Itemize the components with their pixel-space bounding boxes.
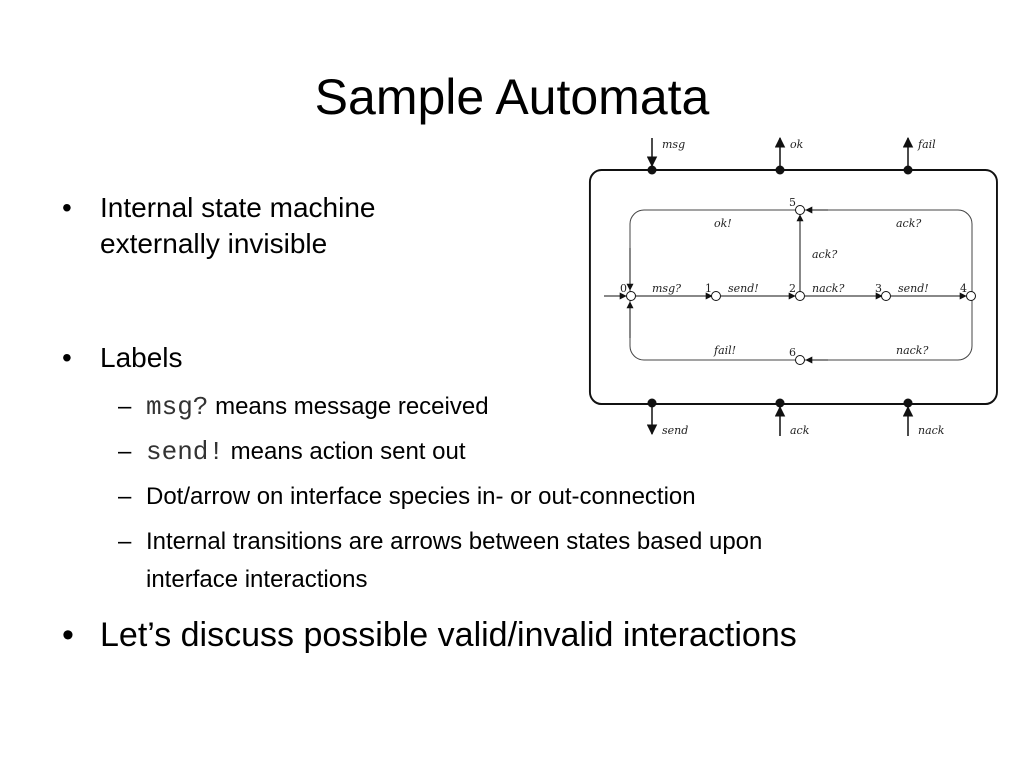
state-5 bbox=[795, 205, 805, 215]
bullet-dot: • bbox=[62, 616, 74, 654]
label-t12: send! bbox=[728, 282, 759, 295]
sub-internal-transitions-line1: Internal transitions are arrows between … bbox=[146, 528, 763, 555]
sub-internal-transitions: Internal transitions are arrows between … bbox=[146, 523, 762, 599]
outer-box bbox=[588, 169, 998, 405]
port-fail: fail bbox=[902, 136, 936, 175]
bullet-labels: Labels bbox=[100, 342, 183, 373]
label-bottom-left: fail! bbox=[713, 344, 736, 357]
port-msg: msg bbox=[646, 138, 685, 175]
label-bottom-right: nack? bbox=[896, 344, 928, 357]
sub-dash: – bbox=[118, 483, 132, 510]
state-1 bbox=[711, 291, 721, 301]
bullet-internal-state: Internal state machine externally invisi… bbox=[100, 190, 376, 262]
sub-dash: – bbox=[118, 393, 132, 420]
bullet-internal-state-line2: externally invisible bbox=[100, 228, 328, 259]
label-t34: send! bbox=[898, 282, 929, 295]
label-t01: msg? bbox=[652, 282, 681, 295]
state-4-label: 4 bbox=[960, 282, 967, 295]
label-top-left: ok! bbox=[714, 217, 732, 230]
port-ack: ack bbox=[774, 398, 810, 437]
sub-dash: – bbox=[118, 438, 132, 465]
port-fail-label: fail bbox=[917, 138, 936, 151]
state-2-label: 2 bbox=[789, 282, 796, 295]
code-send: send! bbox=[146, 437, 225, 467]
port-msg-label: msg bbox=[662, 138, 685, 151]
bullet-dot: • bbox=[62, 192, 72, 223]
code-msg: msg? bbox=[146, 392, 209, 422]
port-ack-label: ack bbox=[790, 424, 810, 437]
state-5-label: 5 bbox=[789, 196, 796, 209]
sub-internal-transitions-line2: interface interactions bbox=[146, 566, 368, 593]
sub-dot-arrow: Dot/arrow on interface species in- or ou… bbox=[146, 483, 696, 510]
state-6 bbox=[795, 355, 805, 365]
sub-dash: – bbox=[118, 528, 132, 555]
state-3 bbox=[881, 291, 891, 301]
port-nack: nack bbox=[902, 398, 945, 437]
bullet-internal-state-line1: Internal state machine bbox=[100, 192, 376, 223]
sub-msg: msg? means message received bbox=[146, 392, 489, 422]
port-send: send bbox=[646, 398, 688, 437]
label-top-right: ack? bbox=[896, 217, 921, 230]
bullet-dot: • bbox=[62, 342, 72, 373]
port-ok: ok bbox=[774, 136, 804, 175]
sub-msg-text: means message received bbox=[208, 393, 489, 420]
label-t23: nack? bbox=[812, 282, 844, 295]
label-t25: ack? bbox=[812, 248, 837, 261]
port-nack-label: nack bbox=[918, 424, 945, 437]
state-0-label: 0 bbox=[620, 282, 627, 295]
state-4 bbox=[966, 291, 976, 301]
state-2 bbox=[795, 291, 805, 301]
state-0 bbox=[626, 291, 636, 301]
state-1-label: 1 bbox=[705, 282, 712, 295]
sub-send-text: means action sent out bbox=[224, 438, 466, 465]
automaton-diagram: msg ok fail send ack nack bbox=[588, 136, 998, 437]
sub-send: send! means action sent out bbox=[146, 437, 466, 467]
port-send-label: send bbox=[662, 424, 688, 437]
state-3-label: 3 bbox=[875, 282, 882, 295]
state-6-label: 6 bbox=[789, 346, 796, 359]
slide-title: Sample Automata bbox=[314, 69, 710, 125]
port-ok-label: ok bbox=[790, 138, 804, 151]
bullet-discuss: Let’s discuss possible valid/invalid int… bbox=[100, 616, 797, 654]
